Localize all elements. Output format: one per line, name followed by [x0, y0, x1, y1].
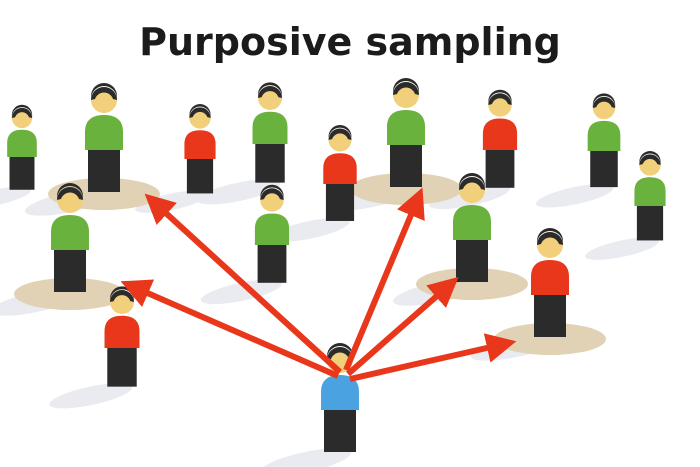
figure-shadow — [585, 237, 660, 260]
arrow-to-upper-right — [343, 187, 425, 372]
lower-body — [456, 240, 488, 282]
arrow-to-upper-left — [144, 193, 343, 375]
hair-top-icon — [639, 151, 661, 165]
shirt — [184, 130, 216, 159]
lower-body — [390, 145, 422, 187]
hair-icon — [537, 232, 563, 245]
person-red-lower-left — [104, 286, 140, 387]
figure-layer — [7, 78, 666, 452]
hair-top-icon — [592, 93, 616, 108]
highlight-disc — [494, 323, 606, 355]
figure-shadow — [536, 183, 614, 208]
person-red-center — [323, 125, 357, 221]
hair-icon — [260, 188, 284, 200]
person-green-upper-center-left — [252, 82, 288, 183]
person-green-selected-upper-center — [387, 78, 425, 187]
hair-top-icon — [488, 89, 512, 105]
shirt — [321, 375, 359, 410]
arrow-to-mid-right — [346, 276, 459, 377]
figure-shadow — [49, 383, 133, 409]
shirt — [85, 115, 123, 150]
shirt — [254, 213, 290, 245]
person-red-upper-left — [184, 104, 216, 194]
hair-icon — [488, 93, 512, 105]
lower-body — [54, 250, 86, 292]
hair-icon — [189, 107, 211, 118]
highlight-disc — [14, 278, 126, 310]
person-green-selected-upper-left — [85, 83, 123, 192]
shirt — [482, 118, 518, 150]
hair-icon — [258, 86, 282, 98]
lower-body — [325, 184, 355, 221]
figure-shadow — [260, 448, 352, 467]
hair-top-icon — [260, 184, 284, 200]
lower-body — [186, 159, 214, 194]
lower-body — [636, 206, 664, 241]
hair-top-icon — [189, 104, 211, 118]
hair-icon — [592, 96, 616, 108]
shirt — [51, 215, 89, 250]
shirt — [587, 120, 621, 151]
figure-shadow — [0, 186, 31, 209]
lower-body — [88, 150, 120, 192]
hair-top-icon — [537, 228, 563, 244]
page-title: Purposive sampling — [139, 20, 561, 64]
lower-body — [107, 348, 137, 387]
arrow-to-mid-left — [120, 279, 340, 379]
hair-icon — [11, 107, 33, 118]
figure-shadow — [197, 179, 281, 205]
shirt — [104, 315, 140, 348]
person-green-right-edge — [634, 151, 666, 241]
hair-top-icon — [393, 78, 419, 94]
lower-body — [257, 245, 287, 283]
shirt — [634, 177, 666, 206]
hair-icon — [639, 154, 661, 165]
lower-body — [9, 157, 35, 190]
person-green-selected-mid-left — [51, 183, 89, 292]
lower-body — [255, 144, 285, 183]
person-green-mid-center — [254, 184, 290, 283]
shirt — [387, 110, 425, 145]
hair-top-icon — [11, 104, 33, 118]
figure-shadow — [270, 217, 350, 242]
arrow-layer — [120, 187, 517, 382]
shirt — [7, 129, 37, 157]
hair-icon — [91, 87, 117, 100]
hair-top-icon — [327, 343, 353, 359]
person-red-upper-right — [482, 89, 518, 188]
hair-top-icon — [328, 125, 352, 140]
arrow-to-lower-right — [349, 333, 517, 382]
person-green-selected-mid-right — [453, 173, 491, 282]
hair-top-icon — [258, 82, 282, 98]
person-red-selected-lower-right — [531, 228, 569, 337]
figure-shadow — [200, 279, 282, 305]
shirt — [531, 260, 569, 295]
person-green-upper-far-right — [587, 93, 621, 188]
hair-top-icon — [57, 183, 83, 199]
shirt — [453, 205, 491, 240]
person-green-far-left — [7, 104, 37, 190]
hair-icon — [327, 347, 353, 360]
lower-body — [534, 295, 566, 337]
hair-icon — [57, 187, 83, 200]
lower-body — [324, 410, 356, 452]
hair-icon — [459, 177, 485, 190]
lower-body — [590, 151, 618, 188]
hair-icon — [393, 82, 419, 95]
lower-body — [485, 150, 515, 188]
hair-icon — [328, 128, 352, 140]
hair-top-icon — [91, 83, 117, 99]
shirt — [252, 111, 288, 144]
highlight-disc-layer — [14, 173, 606, 355]
hair-top-icon — [459, 173, 485, 189]
shirt — [323, 153, 357, 184]
